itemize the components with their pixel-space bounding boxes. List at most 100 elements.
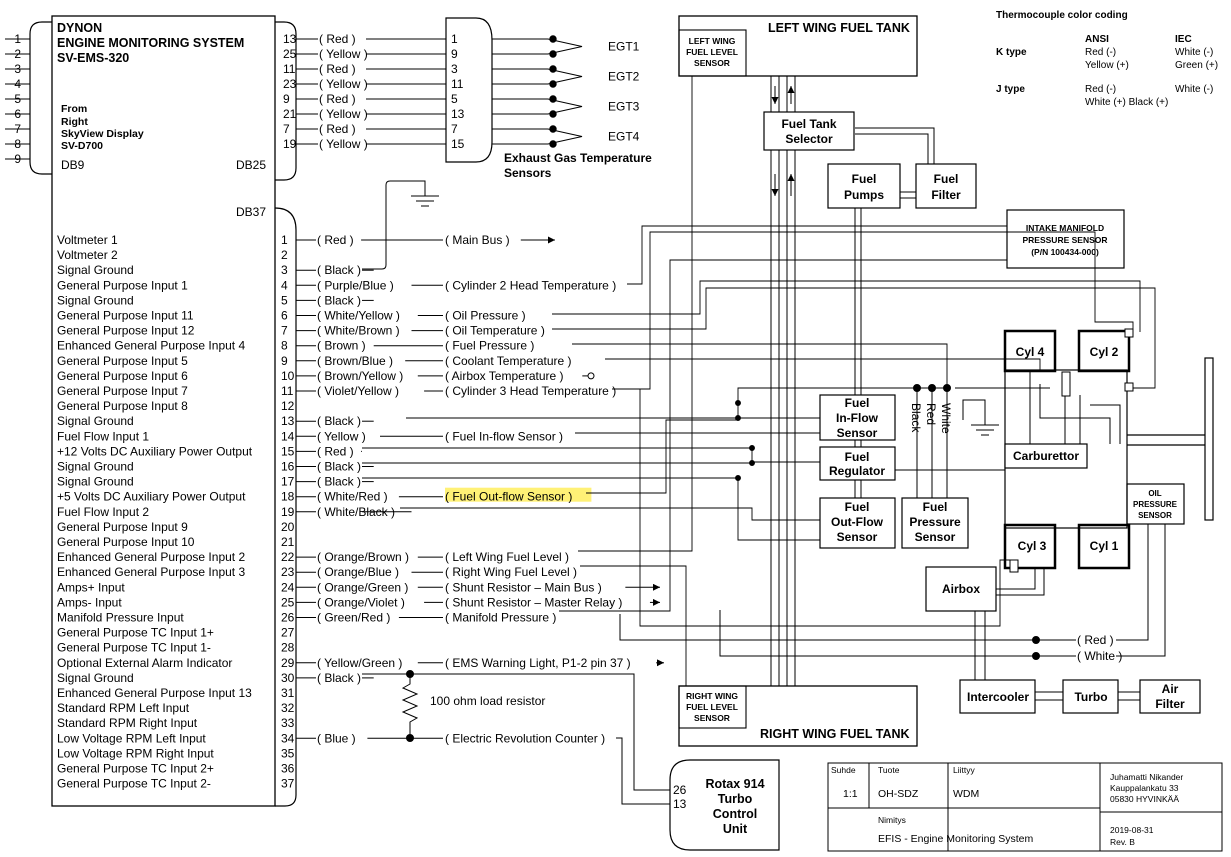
fuel-pressure-sensor: Fuel Pressure Sensor — [901, 497, 969, 549]
db37-signal-label: Fuel Flow Input 2 — [57, 505, 149, 519]
db25-wire-color: ( Red ) — [319, 62, 356, 76]
db37-signal-label: Signal Ground — [57, 475, 134, 489]
db37-signal-label: Amps+ Input — [57, 580, 125, 594]
egt-junction — [549, 50, 557, 58]
svg-text:(P/N 100434-000): (P/N 100434-000) — [1031, 247, 1099, 257]
db37-pin-number: 34 — [281, 731, 295, 745]
svg-text:Juhamatti Nikander: Juhamatti Nikander — [1110, 772, 1183, 782]
svg-text:( Red ): ( Red ) — [1077, 633, 1114, 647]
db37-pin-number: 31 — [281, 686, 295, 700]
db37-wire-color: ( Brown/Yellow ) — [317, 369, 403, 383]
db37-wire-color: ( Black ) — [317, 475, 361, 489]
db37-pin-number: 17 — [281, 475, 295, 489]
right-wing-fuel-tank: RIGHT WING FUEL TANK RIGHT WING FUEL LEV… — [678, 685, 918, 747]
db37-signal-label: General Purpose Input 7 — [57, 384, 188, 398]
svg-text:PRESSURE SENSOR: PRESSURE SENSOR — [1022, 235, 1107, 245]
db37-pin-number: 20 — [281, 520, 295, 534]
signal-wiring — [362, 76, 1156, 686]
svg-text:OIL: OIL — [1148, 489, 1161, 498]
fuel-regulator: Fuel Regulator — [819, 446, 896, 481]
db37-pin-number: 9 — [281, 354, 288, 368]
svg-text:FUEL LEVEL: FUEL LEVEL — [686, 47, 738, 57]
db37-wire-color: ( Brown ) — [317, 339, 366, 353]
db37-signal-label: Signal Ground — [57, 460, 134, 474]
db37-wire-color: ( Violet/Yellow ) — [317, 384, 399, 398]
svg-text:Fuel: Fuel — [934, 172, 959, 186]
db37-wire-color: ( Blue ) — [317, 731, 356, 745]
db37-signal-label: General Purpose Input 5 — [57, 354, 188, 368]
db37-pin-number: 14 — [281, 429, 295, 443]
egt-junction — [549, 125, 557, 133]
db37-destination: ( Manifold Pressure ) — [445, 611, 556, 625]
db37-pin-number: 28 — [281, 641, 295, 655]
svg-text:EFIS - Engine Monitoring Syste: EFIS - Engine Monitoring System — [878, 833, 1033, 845]
svg-text:Turbo: Turbo — [1074, 690, 1107, 704]
db37-wire-color: ( Black ) — [317, 460, 361, 474]
db25-pin-number: 13 — [283, 32, 297, 46]
db37-destination: ( Coolant Temperature ) — [445, 354, 572, 368]
ground-symbol-pin3 — [362, 180, 439, 270]
db37-signal-label: Amps- Input — [57, 595, 122, 609]
svg-text:Tuote: Tuote — [878, 765, 900, 775]
svg-text:Green (+): Green (+) — [1175, 60, 1218, 71]
db37-pin-number: 15 — [281, 444, 295, 458]
db37-pin-number: 3 — [281, 263, 288, 277]
db37-destination: ( Fuel In-flow Sensor ) — [445, 429, 563, 443]
svg-text:OH-SDZ: OH-SDZ — [878, 788, 919, 800]
db37-destination: ( Main Bus ) — [445, 233, 510, 247]
svg-text:1:1: 1:1 — [843, 788, 858, 800]
db37-destination: ( Oil Pressure ) — [445, 309, 526, 323]
db37-wire-color: ( Black ) — [317, 263, 361, 277]
egt-probe-wire — [492, 38, 583, 55]
db37-wire-color: ( Black ) — [317, 414, 361, 428]
egt-connector-pin: 11 — [451, 77, 464, 91]
egt-connector-pin: 13 — [451, 107, 465, 121]
db37-pin-number: 35 — [281, 746, 295, 760]
db37-signal-label: General Purpose TC Input 1+ — [57, 626, 214, 640]
svg-text:SENSOR: SENSOR — [694, 58, 730, 68]
db37-pin-number: 30 — [281, 671, 295, 685]
db37-destination: ( Oil Temperature ) — [445, 324, 545, 338]
db37-pin-number: 6 — [281, 309, 288, 323]
svg-text:Red (-): Red (-) — [1085, 47, 1116, 58]
db37-signal-label: General Purpose TC Input 2+ — [57, 762, 214, 776]
db25-wire-color: ( Yellow ) — [319, 107, 368, 121]
svg-text:Red: Red — [924, 403, 938, 425]
svg-text:Rotax 914: Rotax 914 — [705, 777, 764, 791]
svg-text:FUEL LEVEL: FUEL LEVEL — [686, 702, 738, 712]
svg-text:Fuel: Fuel — [845, 396, 870, 410]
db25-pin-number: 25 — [283, 47, 297, 61]
egt-connector-pin: 1 — [451, 32, 458, 46]
svg-text:Fuel Tank: Fuel Tank — [781, 117, 836, 131]
svg-text:White (+) Black (+): White (+) Black (+) — [1085, 97, 1168, 108]
db25-wire-color: ( Red ) — [319, 122, 356, 136]
db37-signal-label: Voltmeter 1 — [57, 233, 118, 247]
db37-pin-number: 22 — [281, 550, 295, 564]
db37-signal-label: +5 Volts DC Auxiliary Power Output — [57, 490, 246, 504]
db37-pin-number: 1 — [281, 233, 288, 247]
svg-text:In-Flow: In-Flow — [836, 411, 879, 425]
db9-label: DB9 — [61, 158, 85, 172]
svg-text:Regulator: Regulator — [829, 464, 885, 478]
fuel-outflow-sensor: Fuel Out-Flow Sensor — [819, 497, 896, 549]
svg-text:Cyl 2: Cyl 2 — [1090, 345, 1119, 359]
db37-pin-number: 8 — [281, 339, 288, 353]
egt-connector-pin: 9 — [451, 47, 458, 61]
db25-pin-number: 11 — [283, 62, 296, 76]
db37-wire-color: ( Black ) — [317, 671, 361, 685]
db37-signal-label: Signal Ground — [57, 263, 134, 277]
db37-wire-color: ( White/Brown ) — [317, 324, 400, 338]
resistor-label: 100 ohm load resistor — [430, 694, 545, 708]
svg-text:Black: Black — [909, 403, 923, 433]
db37-row: General Purpose TC Input 2-37 — [57, 777, 295, 791]
